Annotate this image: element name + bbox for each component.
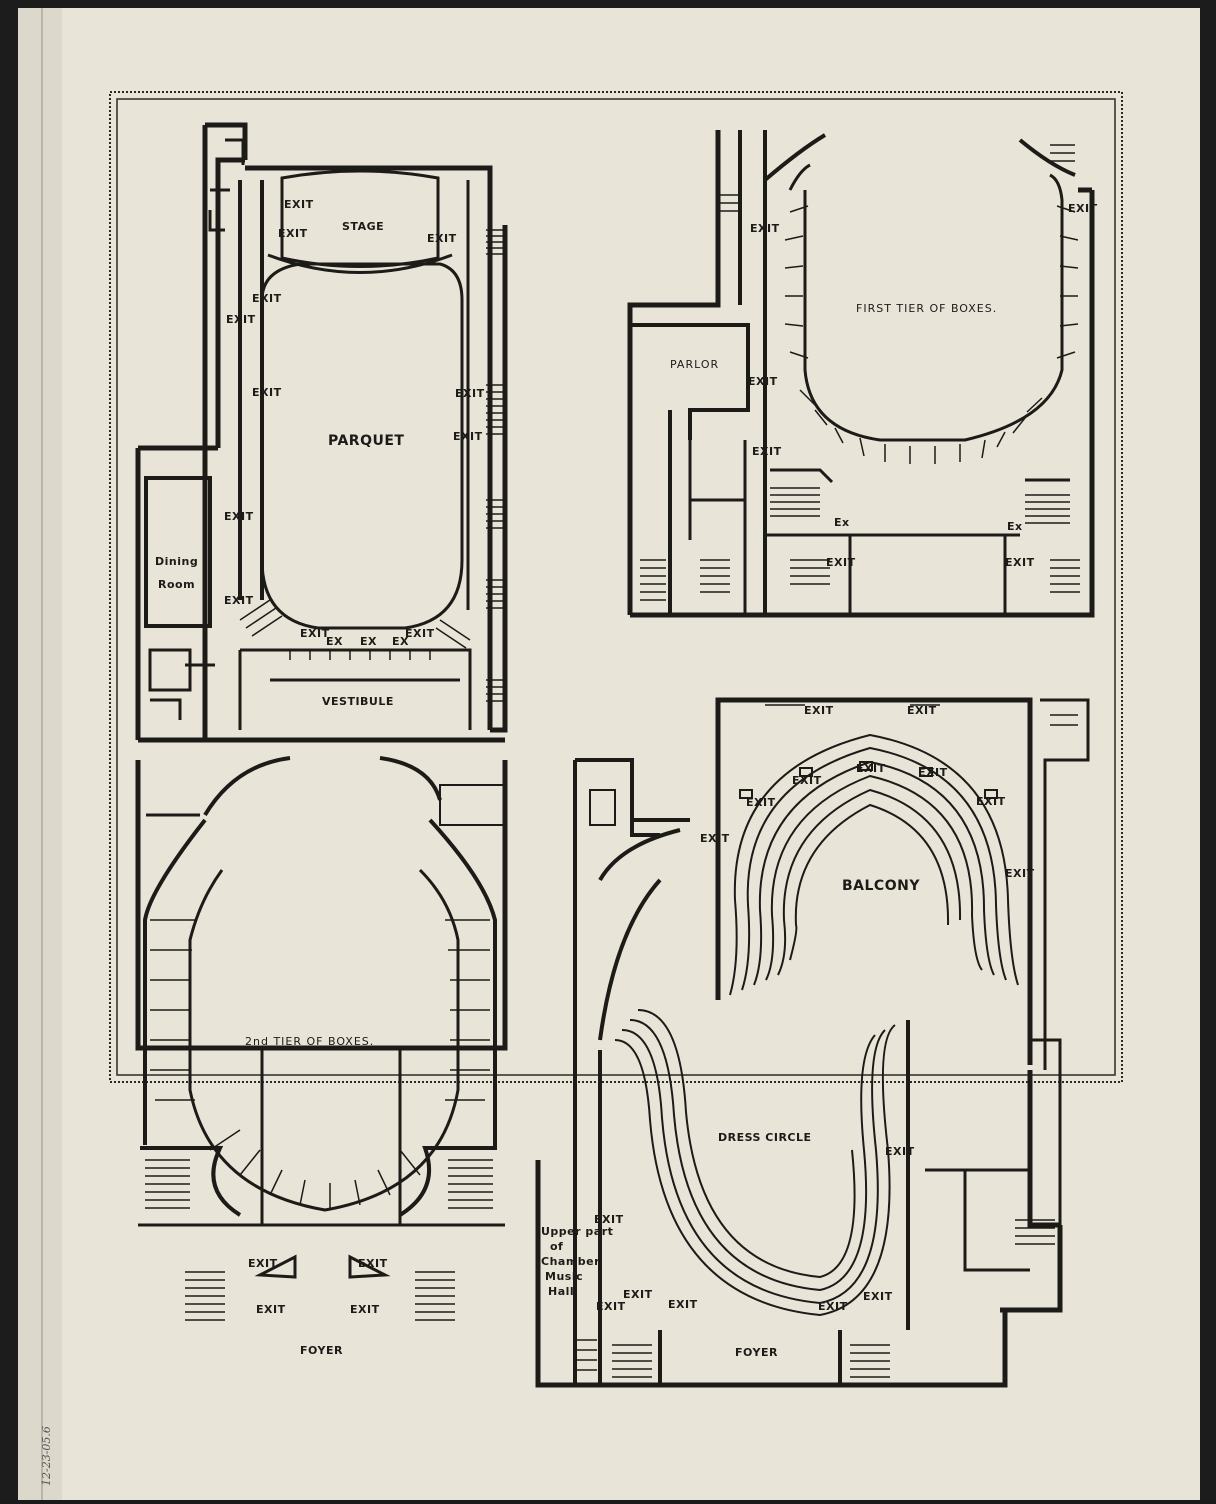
label-first-tier: FIRST TIER OF BOXES.: [856, 302, 997, 315]
label-exit: EXIT: [885, 1145, 915, 1158]
label-exit: EXIT: [668, 1298, 698, 1311]
label-second-tier: 2nd TIER OF BOXES.: [245, 1035, 374, 1048]
label-chamber: Chamber: [541, 1255, 600, 1268]
plan-first-tier-labels: FIRST TIER OF BOXES. PARLOR EXIT EXIT EX…: [670, 202, 1098, 569]
plan-parquet: [135, 122, 508, 743]
label-exit: EXIT: [224, 510, 254, 523]
label-exit: EXIT: [300, 627, 330, 640]
label-exit: EXIT: [976, 795, 1006, 808]
label-ex: Ex: [834, 516, 850, 529]
label-room: Room: [158, 578, 195, 591]
label-exit: EXIT: [1005, 867, 1035, 880]
label-exit: EXIT: [752, 445, 782, 458]
label-exit: EXIT: [1005, 556, 1035, 569]
label-foyer: FOYER: [300, 1344, 343, 1357]
label-exit: EXIT: [746, 796, 776, 809]
label-exit: EXIT: [804, 704, 834, 717]
label-of: of: [550, 1240, 563, 1253]
decorative-border: [109, 91, 1123, 1083]
label-exit: EXIT: [405, 627, 435, 640]
label-exit: EXIT: [826, 556, 856, 569]
label-parquet: PARQUET: [328, 433, 404, 449]
label-exit: EXIT: [427, 232, 457, 245]
label-balcony: BALCONY: [842, 878, 920, 894]
label-dress-circle: DRESS CIRCLE: [718, 1131, 812, 1144]
plan-balcony: [535, 697, 1090, 1388]
plan-balcony-labels: BALCONY DRESS CIRCLE FOYER EXIT EXIT EXI…: [541, 704, 1035, 1359]
label-dining: Dining: [155, 555, 198, 568]
label-parlor: PARLOR: [670, 358, 719, 371]
label-exit: EXIT: [918, 766, 948, 779]
label-exit: EXIT: [350, 1303, 380, 1316]
label-exit: EXIT: [1068, 202, 1098, 215]
label-exit: EXIT: [750, 222, 780, 235]
label-exit: EXIT: [907, 704, 937, 717]
label-exit: EXIT: [792, 774, 822, 787]
label-exit: EXIT: [818, 1300, 848, 1313]
label-exit: EXIT: [748, 375, 778, 388]
label-ex: EX: [392, 635, 409, 648]
plan-parquet-labels: STAGE PARQUET Dining Room VESTIBULE EXIT…: [155, 198, 485, 708]
plan-second-tier: [135, 756, 508, 1321]
label-exit: EXIT: [284, 198, 314, 211]
label-exit: EXIT: [252, 386, 282, 399]
label-exit: EXIT: [226, 313, 256, 326]
label-exit: EXIT: [358, 1257, 388, 1270]
label-exit: EXIT: [455, 387, 485, 400]
label-exit: EXIT: [278, 227, 308, 240]
label-ex: EX: [360, 635, 377, 648]
label-ex: Ex: [1007, 520, 1023, 533]
label-exit: EXIT: [700, 832, 730, 845]
label-exit: EXIT: [248, 1257, 278, 1270]
label-exit: EXIT: [594, 1213, 624, 1226]
label-upper-part: Upper part: [541, 1225, 613, 1238]
label-exit: EXIT: [596, 1300, 626, 1313]
label-hall: Hall: [548, 1285, 574, 1298]
label-exit: EXIT: [623, 1288, 653, 1301]
paper-sheet: [18, 8, 1200, 1500]
label-exit: EXIT: [252, 292, 282, 305]
label-vestibule: VESTIBULE: [322, 695, 394, 708]
label-exit: EXIT: [224, 594, 254, 607]
label-stage: STAGE: [342, 220, 384, 233]
label-ex: EX: [326, 635, 343, 648]
margin-note: 12-23-05.6: [40, 1426, 53, 1486]
label-foyer: FOYER: [735, 1346, 778, 1359]
label-music: Music: [545, 1270, 583, 1283]
label-exit: EXIT: [856, 762, 886, 775]
plan-first-tier: [627, 130, 1095, 618]
label-exit: EXIT: [453, 430, 483, 443]
plan-second-tier-labels: 2nd TIER OF BOXES. EXIT EXIT EXIT EXIT F…: [245, 1035, 388, 1357]
label-exit: EXIT: [863, 1290, 893, 1303]
label-exit: EXIT: [256, 1303, 286, 1316]
